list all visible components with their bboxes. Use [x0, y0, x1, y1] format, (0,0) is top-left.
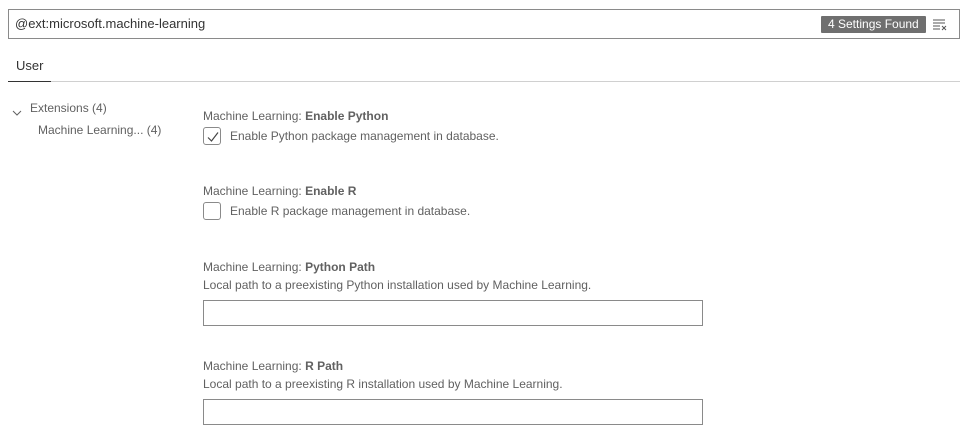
toc-group-count: (4) — [92, 101, 107, 115]
settings-scope-tabs: User — [8, 52, 960, 82]
setting-enable-r: Machine Learning: Enable R Enable R pack… — [203, 184, 470, 220]
toc-item-label: Machine Learning... (4) — [38, 119, 161, 141]
setting-title: Machine Learning: Enable R — [203, 184, 356, 198]
setting-description: Local path to a preexisting Python insta… — [203, 278, 592, 292]
setting-title: Machine Learning: Enable Python — [203, 109, 388, 123]
setting-enable-python: Machine Learning: Enable Python Enable P… — [203, 109, 499, 145]
settings-toc: Extensions (4) Machine Learning... (4) — [8, 97, 178, 141]
setting-title: Machine Learning: Python Path — [203, 260, 703, 274]
setting-r-path: Machine Learning: R Path Local path to a… — [203, 359, 703, 425]
setting-category: Machine Learning: — [203, 260, 306, 274]
toc-item-machine-learning[interactable]: Machine Learning... (4) — [8, 119, 178, 141]
toc-group-name: Extensions — [30, 101, 89, 115]
setting-category: Machine Learning: — [203, 184, 306, 198]
setting-name: Enable Python — [305, 109, 389, 123]
setting-python-path: Machine Learning: Python Path Local path… — [203, 260, 703, 326]
setting-description: Local path to a preexisting R installati… — [203, 377, 563, 391]
enable-r-checkbox[interactable] — [203, 202, 221, 220]
chevron-down-icon — [12, 103, 22, 116]
setting-checkbox-row: Enable R package management in database. — [203, 202, 470, 220]
clear-filter-icon[interactable] — [931, 16, 949, 32]
setting-name: Enable R — [305, 184, 357, 198]
python-path-input[interactable] — [203, 300, 703, 326]
toc-group-label: Extensions (4) — [30, 97, 107, 119]
settings-search-box[interactable]: @ext:microsoft.machine-learning 4 Settin… — [8, 9, 960, 39]
enable-python-checkbox[interactable] — [203, 127, 221, 145]
setting-name: R Path — [305, 359, 344, 373]
setting-category: Machine Learning: — [203, 109, 306, 123]
toc-item-name: Machine Learning... — [38, 123, 144, 137]
checkmark-icon — [207, 132, 219, 142]
setting-category: Machine Learning: — [203, 359, 306, 373]
r-path-input[interactable] — [203, 399, 703, 425]
setting-name: Python Path — [305, 260, 376, 274]
enable-python-label: Enable Python package management in data… — [230, 129, 499, 143]
setting-title: Machine Learning: R Path — [203, 359, 703, 373]
enable-r-label: Enable R package management in database. — [230, 204, 471, 218]
toc-item-count: (4) — [146, 123, 162, 137]
setting-checkbox-row: Enable Python package management in data… — [203, 127, 499, 145]
settings-count-badge: 4 Settings Found — [821, 16, 926, 33]
tab-user[interactable]: User — [8, 52, 52, 82]
toc-group-extensions[interactable]: Extensions (4) — [8, 97, 178, 119]
search-input[interactable]: @ext:microsoft.machine-learning — [15, 16, 206, 31]
